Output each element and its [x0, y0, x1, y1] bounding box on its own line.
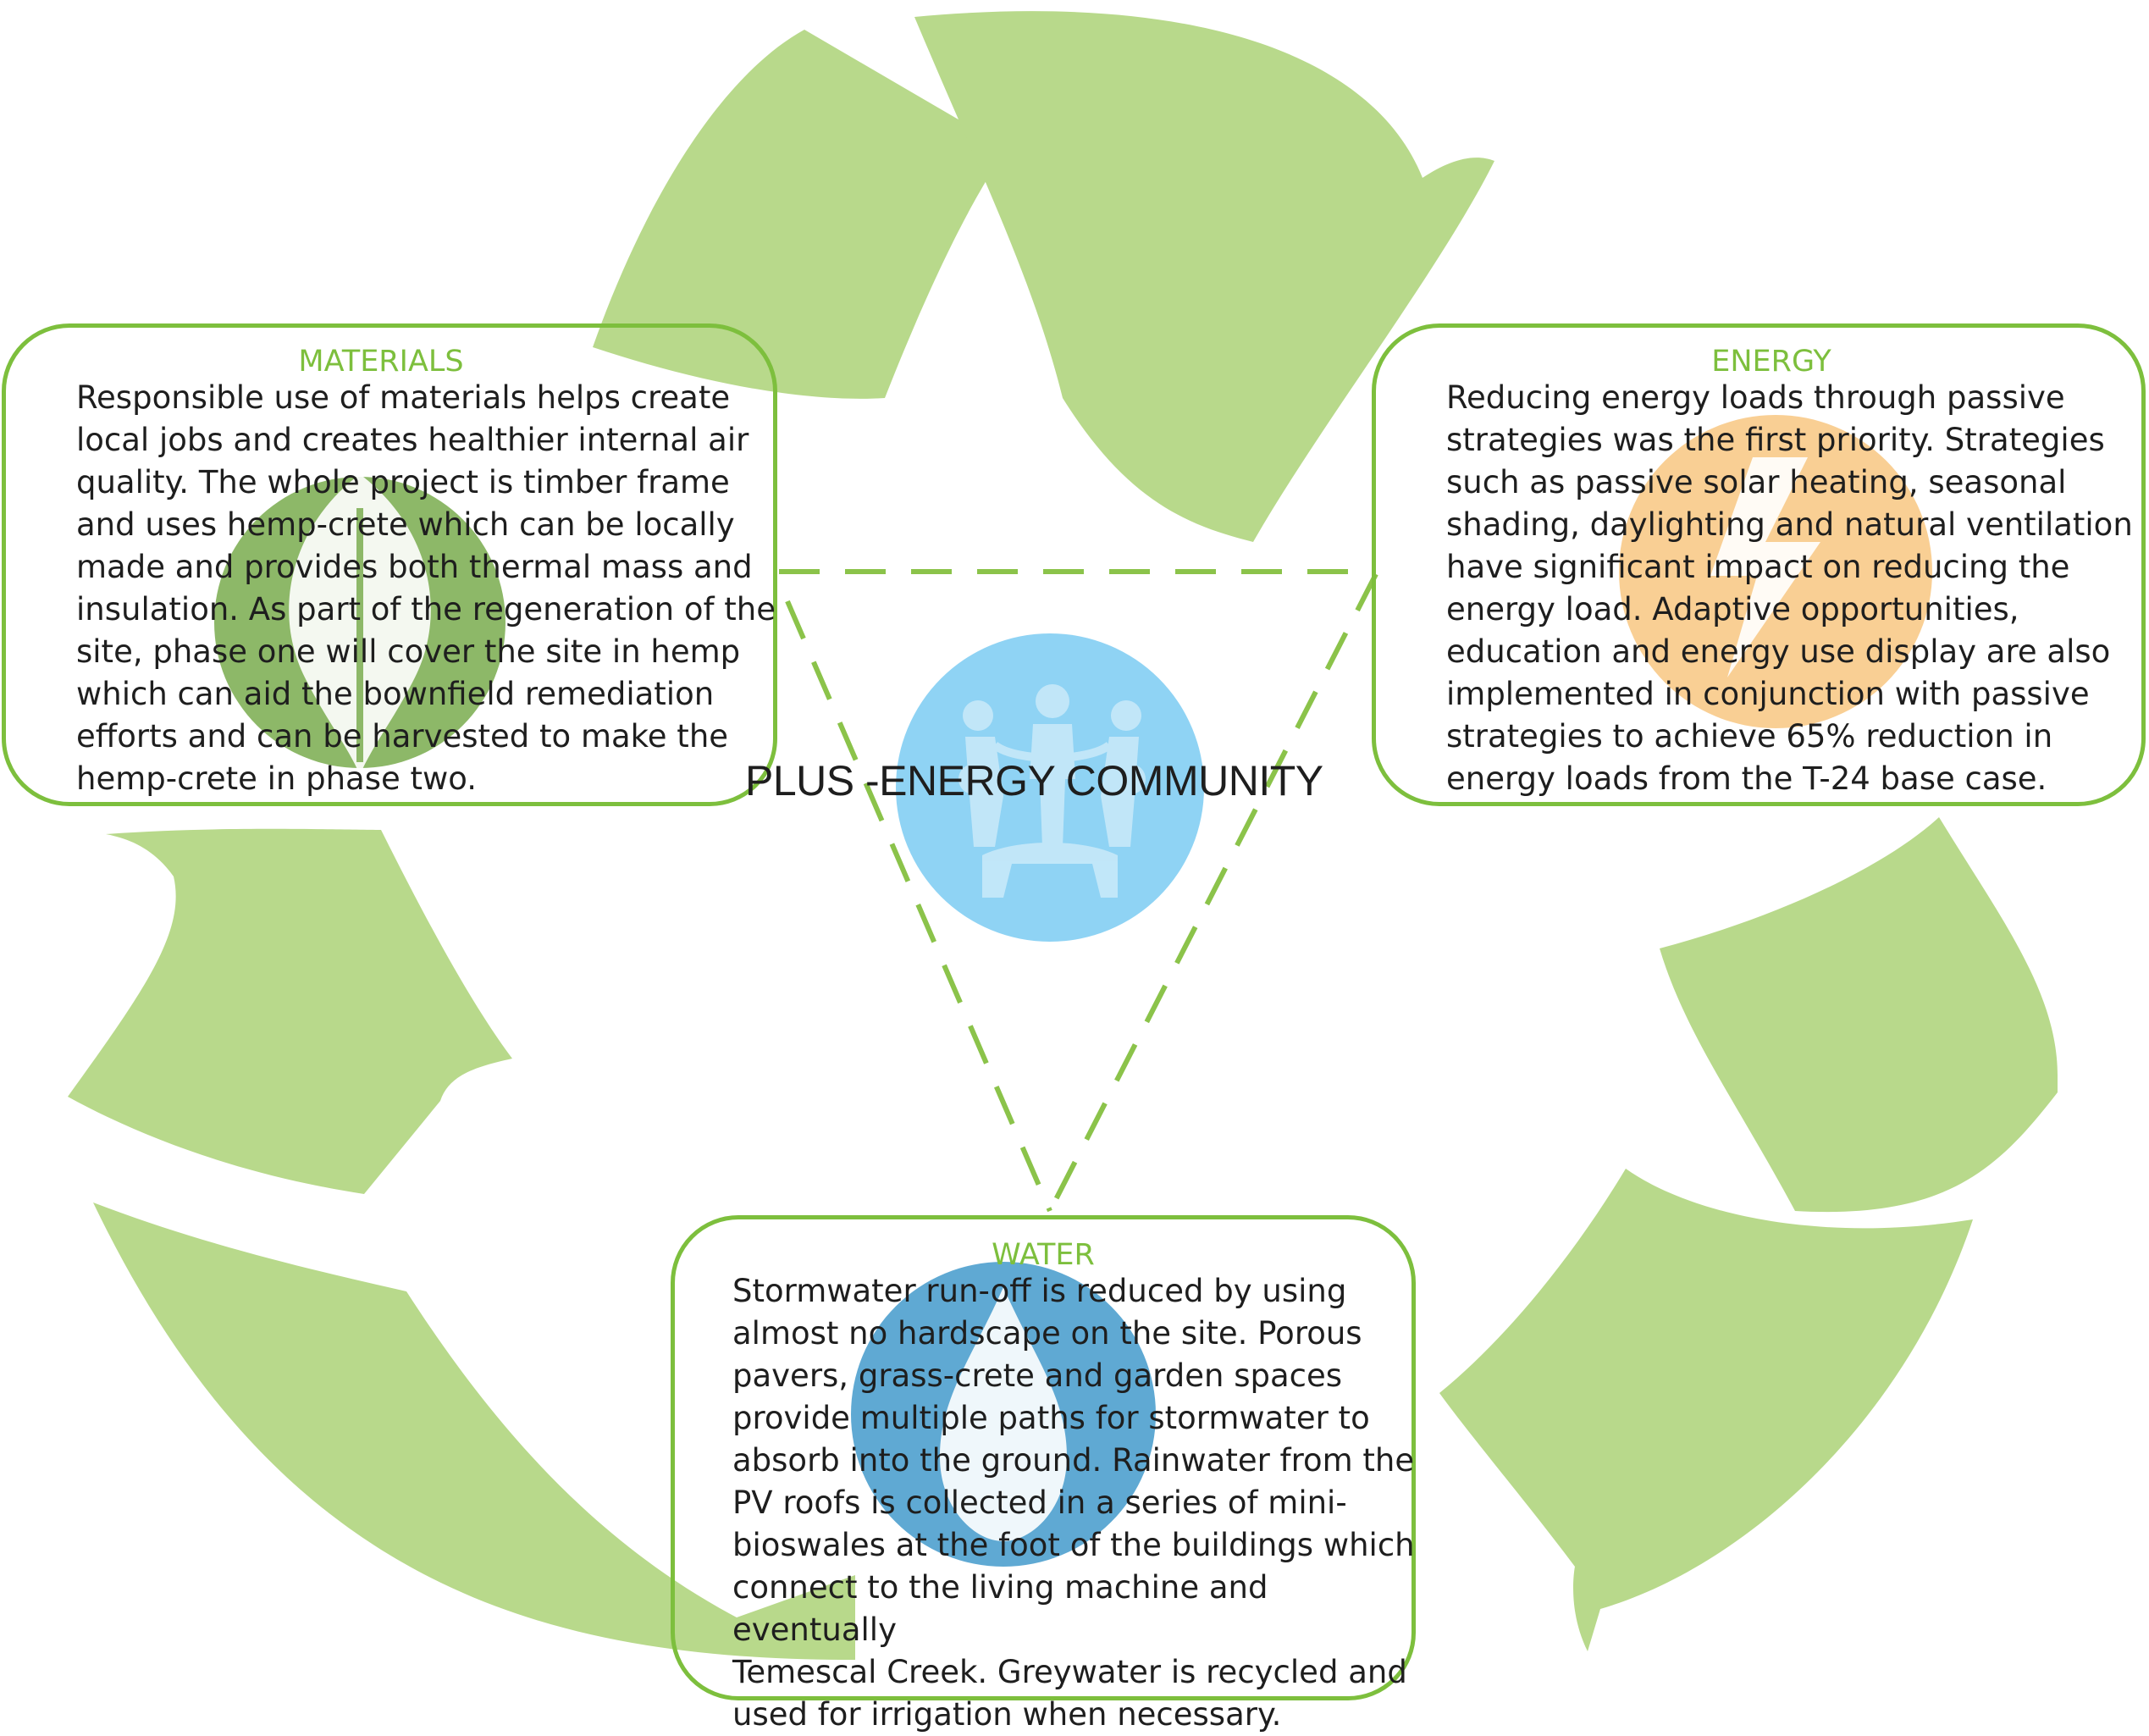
center-title: PLUS -ENERGY COMMUNITY — [745, 757, 1323, 804]
water-title: WATER — [992, 1238, 1095, 1272]
energy-title: ENERGY — [1711, 345, 1831, 379]
materials-text: Responsible use of materials helps creat… — [76, 379, 776, 797]
water-box: WATER Stormwater run-off is reduced by u… — [671, 1215, 1416, 1733]
energy-text: Reducing energy loads through passive st… — [1446, 379, 2133, 797]
materials-title: MATERIALS — [298, 345, 464, 379]
energy-box: ENERGY Reducing energy loads through pas… — [1372, 323, 2146, 806]
water-drop-icon — [851, 1262, 1156, 1567]
dashed-triangle — [779, 569, 1378, 1213]
materials-box: MATERIALS Responsible use of materials h… — [2, 323, 777, 806]
water-text: Stormwater run-off is reduced by using a… — [732, 1273, 1415, 1733]
recycle-arrow-top — [593, 11, 1494, 543]
people-circle-icon — [896, 633, 1204, 942]
recycle-arrow-left — [68, 828, 855, 1660]
lightning-icon — [1619, 415, 1932, 728]
recycle-arrow-right — [1439, 817, 2058, 1651]
leaf-icon — [214, 474, 505, 775]
